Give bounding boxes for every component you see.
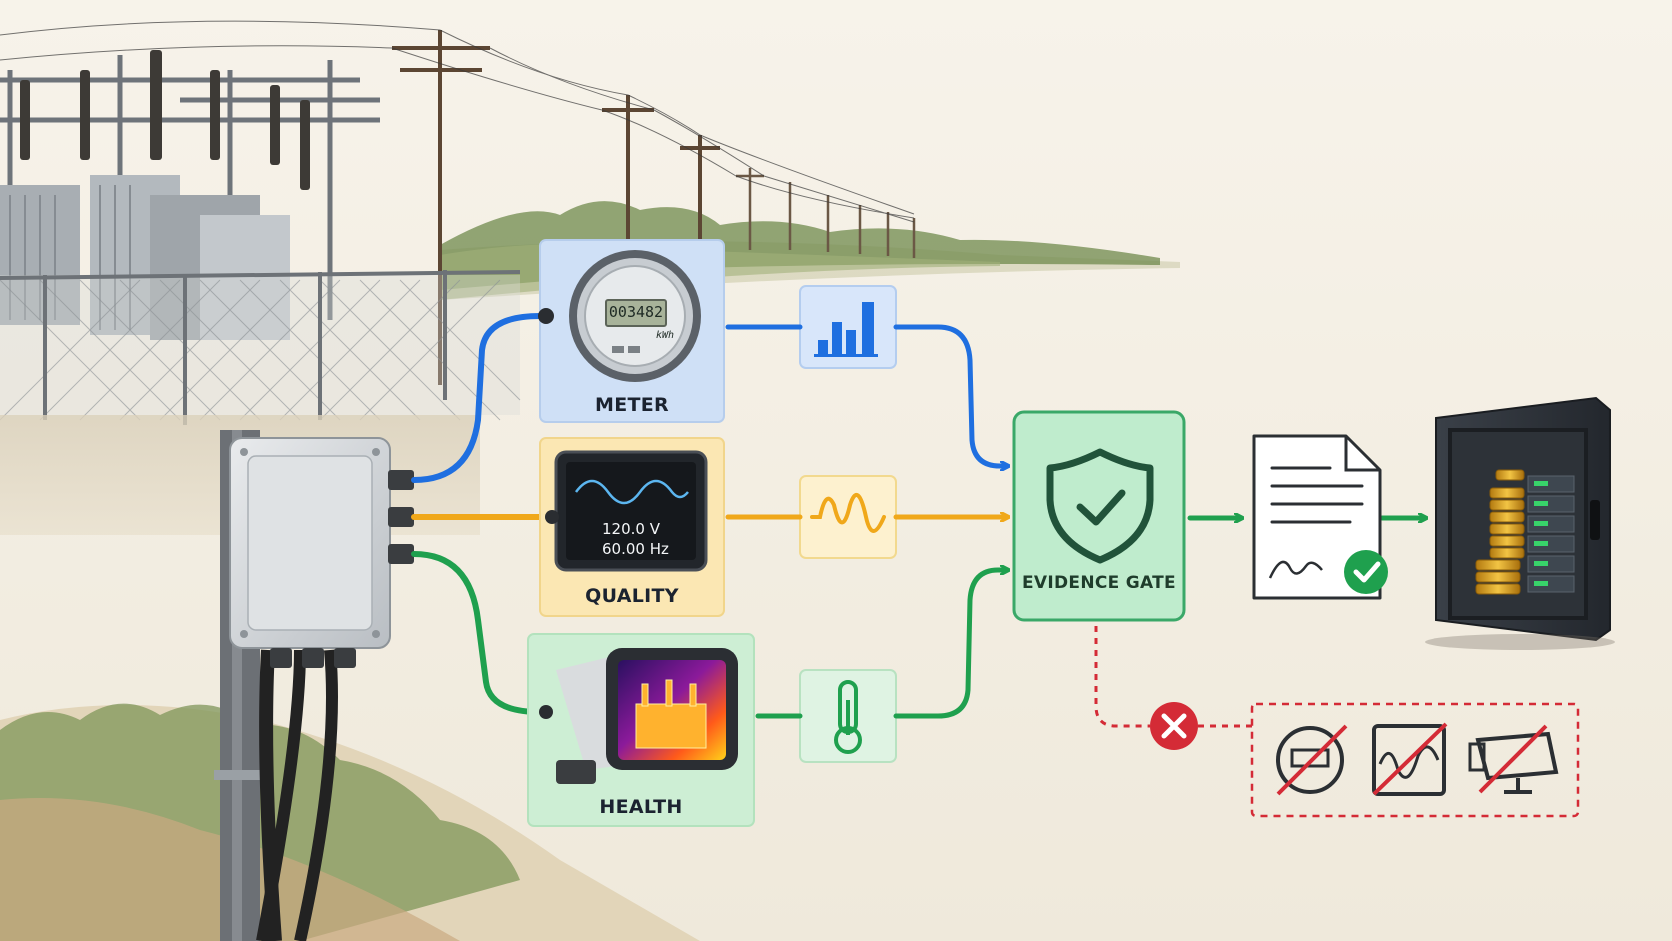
- flow-lines: [725, 324, 1006, 719]
- camera-crossed-icon: [1468, 724, 1559, 794]
- quality-voltage: 120.0 V: [602, 520, 660, 538]
- reject-path: [1094, 626, 1252, 728]
- meter-unit: kWh: [655, 330, 675, 341]
- shield-check-icon: [1046, 448, 1154, 564]
- waveform-badge: [799, 475, 897, 559]
- thermometer-badge: [799, 669, 897, 763]
- quality-frequency: 60.00 Hz: [602, 540, 669, 558]
- reject-x-icon: [1150, 702, 1198, 750]
- thermal-camera-icon: [539, 648, 738, 784]
- signed-document-icon: [1252, 434, 1388, 600]
- health-card: [527, 633, 755, 827]
- vault-icon: [1425, 396, 1615, 650]
- quality-card: [539, 437, 725, 617]
- meter-display-value: 003482: [608, 303, 664, 321]
- bar-chart-icon: [814, 302, 878, 357]
- evidence-gate-label: EVIDENCE GATE: [1022, 573, 1176, 593]
- meter-label: METER: [595, 394, 669, 416]
- quality-label: QUALITY: [585, 585, 679, 607]
- meter-crossed-icon: [1276, 724, 1348, 796]
- gateway-cables: [411, 313, 559, 715]
- waveform-crossed-icon: [1372, 722, 1448, 796]
- waveform-icon: [810, 492, 886, 533]
- power-quality-monitor-icon: [545, 450, 708, 572]
- fence: [0, 270, 521, 425]
- health-label: HEALTH: [599, 796, 683, 818]
- foreground-ground: [0, 703, 700, 941]
- gateway-enclosure: [229, 437, 414, 668]
- rejected-items-box: [1250, 702, 1580, 818]
- thermometer-icon: [834, 680, 862, 754]
- bar-chart-badge: [799, 285, 897, 369]
- meter-card: [538, 239, 725, 423]
- evidence-gate: [1012, 410, 1186, 622]
- meter-icon: [538, 250, 701, 382]
